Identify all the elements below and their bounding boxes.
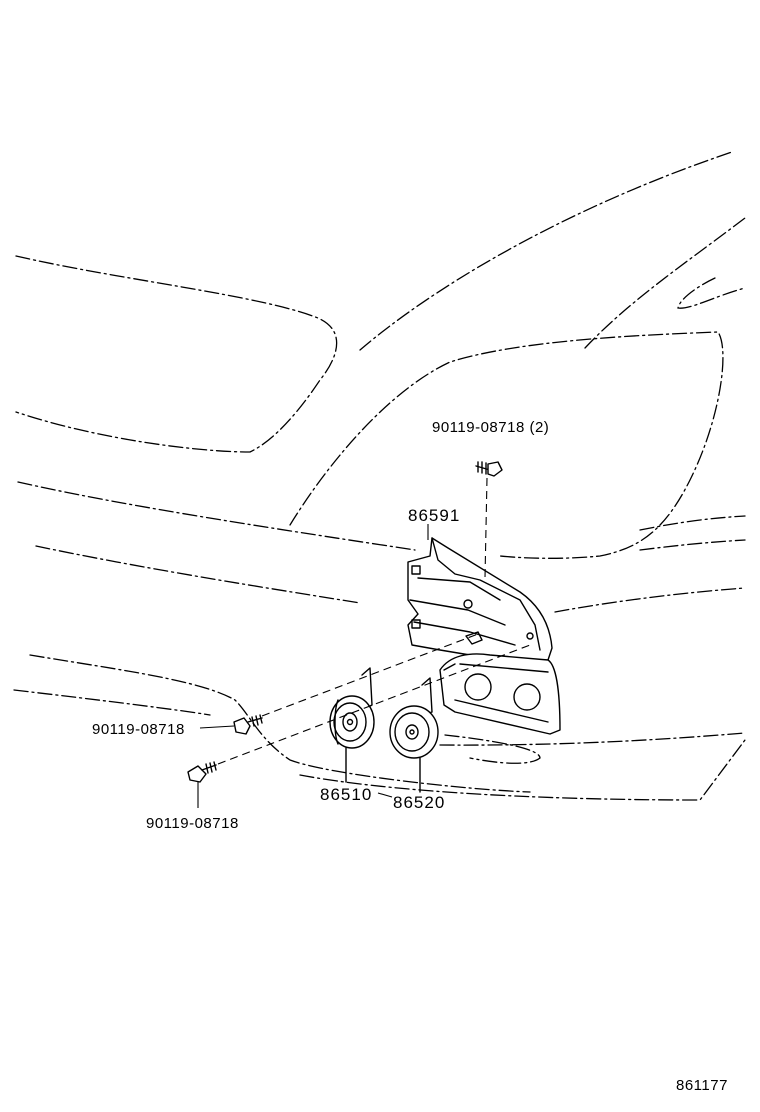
horn-low (329, 667, 375, 783)
vehicle-body-outline (13, 151, 746, 801)
label-horn-low: 86510 (320, 785, 372, 804)
fender-line (289, 331, 724, 559)
hood-panel-line (15, 255, 338, 453)
horn-high (389, 677, 439, 793)
hood-edge (359, 151, 733, 351)
diagram-code: 861177 (676, 1077, 728, 1094)
right-body-line-1 (639, 515, 746, 531)
mounting-plate (439, 653, 561, 735)
bolt-left (233, 714, 263, 735)
bumper-top-line (17, 481, 416, 551)
foglamp-opening (444, 734, 541, 764)
label-bracket: 86591 (408, 506, 460, 525)
bolt-bottom (187, 761, 217, 783)
bumper-lower-line (13, 689, 211, 716)
bolt-top (475, 461, 503, 477)
right-body-line-2 (639, 539, 746, 551)
leader-lines (197, 524, 429, 808)
headlamp-inner-curve (677, 277, 746, 309)
label-bolt-top: 90119-08718 (2) (432, 419, 549, 436)
bumper-line-2 (35, 545, 361, 604)
label-bolt-left: 90119-08718 (92, 721, 185, 738)
headlamp-top-line (584, 217, 746, 349)
label-bolt-bottom: 90119-08718 (146, 815, 239, 832)
label-horn-high: 86520 (393, 793, 445, 812)
right-body-line-4 (439, 732, 746, 746)
horn-bracket (407, 537, 553, 665)
right-body-line-3 (554, 587, 746, 613)
assembly-lines (217, 477, 531, 765)
grille-line (29, 654, 531, 793)
bumper-bottom-line (299, 739, 746, 801)
